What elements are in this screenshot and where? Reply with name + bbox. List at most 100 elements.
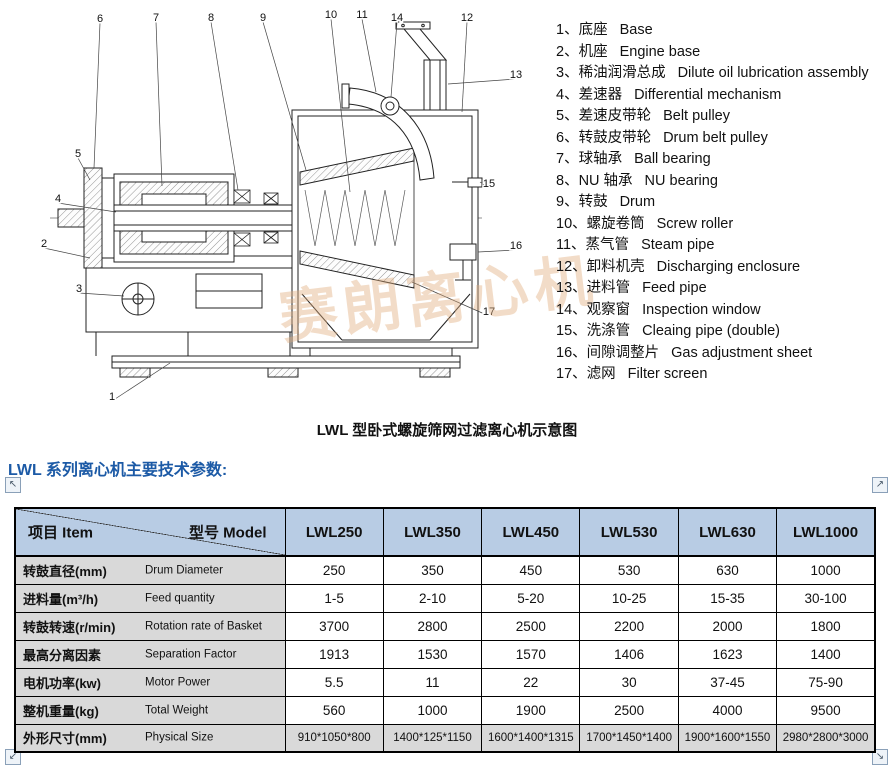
callout-4: 4 (55, 193, 61, 205)
model-header-LWL530: LWL530 (579, 507, 679, 557)
bearing-housing (113, 173, 303, 263)
value-cell: 10-25 (579, 583, 679, 613)
value-cell: 9500 (776, 695, 876, 725)
value-cell: 1400*125*1150 (382, 723, 483, 753)
diagram-caption: LWL 型卧式螺旋筛网过滤离心机示意图 (316, 422, 578, 439)
value-cell: 560 (284, 695, 384, 725)
callout-9: 9 (260, 12, 266, 24)
row-label: 进料量(m³/h)Feed quantity (14, 583, 286, 613)
value-cell: 1400 (776, 639, 876, 669)
callout-17: 17 (483, 306, 495, 318)
model-header-LWL630: LWL630 (677, 507, 778, 557)
value-cell: 2500 (481, 611, 581, 641)
callout-10: 10 (325, 9, 337, 21)
value-cell: 4000 (677, 695, 778, 725)
drum-and-screw (299, 147, 415, 289)
value-cell: 250 (284, 555, 384, 585)
value-cell: 30-100 (776, 583, 876, 613)
scroll-handle-bottom-left[interactable]: ↙ (5, 749, 21, 765)
value-cell: 1600*1400*1315 (481, 723, 581, 753)
corner-item-label: 项目 Item (28, 524, 94, 542)
value-cell: 1913 (284, 639, 384, 669)
value-cell: 1623 (677, 639, 778, 669)
value-cell: 2500 (579, 695, 679, 725)
belt-pulleys (57, 167, 115, 269)
value-cell: 37-45 (677, 667, 778, 697)
value-cell: 1530 (382, 639, 483, 669)
value-cell: 1000 (776, 555, 876, 585)
value-cell: 5.5 (284, 667, 384, 697)
callout-8: 8 (208, 12, 214, 24)
value-cell: 630 (677, 555, 778, 585)
row-label: 电机功率(kw)Motor Power (14, 667, 286, 697)
callout-14: 14 (391, 12, 403, 24)
scroll-handle-top-left[interactable]: ↖ (5, 477, 21, 493)
table-corner-cell: 项目 Item 型号 Model (14, 507, 286, 557)
value-cell: 1406 (579, 639, 679, 669)
callout-11: 11 (356, 9, 367, 21)
value-cell: 2200 (579, 611, 679, 641)
value-cell: 530 (579, 555, 679, 585)
inspection-window (380, 96, 400, 116)
value-cell: 2800 (382, 611, 483, 641)
callout-2: 2 (41, 238, 47, 250)
model-header-LWL250: LWL250 (284, 507, 384, 557)
corner-model-label: 型号 Model (189, 524, 267, 542)
discharging-enclosure (291, 109, 479, 356)
value-cell: 11 (382, 667, 483, 697)
callout-13: 13 (510, 69, 522, 81)
value-cell: 1700*1450*1400 (579, 723, 679, 753)
callout-12: 12 (461, 12, 473, 24)
value-cell: 910*1050*800 (284, 723, 384, 753)
value-cell: 1900 (481, 695, 581, 725)
callout-15: 15 (483, 178, 495, 190)
row-label: 转鼓转速(r/min)Rotation rate of Basket (14, 611, 286, 641)
value-cell: 450 (481, 555, 581, 585)
value-cell: 22 (481, 667, 581, 697)
row-label: 外形尺寸(mm)Physical Size (14, 723, 286, 753)
value-cell: 3700 (284, 611, 384, 641)
scroll-handle-top-right[interactable]: ↗ (872, 477, 888, 493)
value-cell: 15-35 (677, 583, 778, 613)
callout-3: 3 (76, 283, 82, 295)
value-cell: 1570 (481, 639, 581, 669)
bearings (233, 189, 279, 247)
value-cell: 2980*2800*3000 (776, 723, 876, 753)
value-cell: 1-5 (284, 583, 384, 613)
params-heading: LWL 系列离心机主要技术参数: (8, 462, 228, 479)
feed-pipe (395, 21, 448, 111)
scroll-handle-bottom-right[interactable]: ↘ (872, 749, 888, 765)
callout-16: 16 (510, 240, 522, 252)
value-cell: 1000 (382, 695, 483, 725)
value-cell: 1900*1600*1550 (677, 723, 778, 753)
callout-1: 1 (109, 391, 115, 403)
value-cell: 75-90 (776, 667, 876, 697)
base-frame (111, 355, 461, 378)
value-cell: 2-10 (382, 583, 483, 613)
